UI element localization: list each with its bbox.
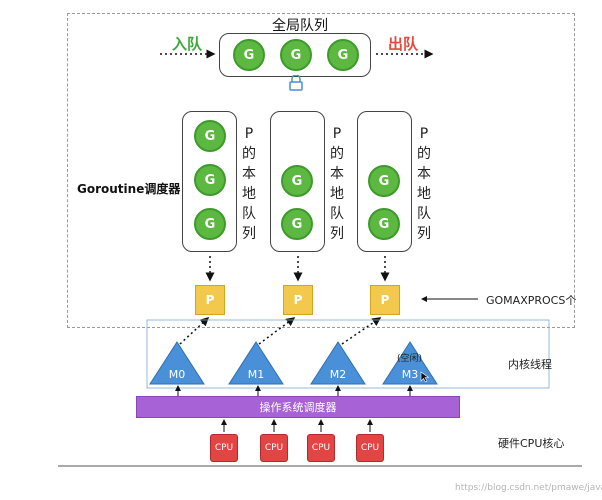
global-queue-title: 全局队列 bbox=[272, 18, 328, 34]
global-goroutine: G bbox=[327, 39, 359, 71]
cpu-core: CPU bbox=[307, 434, 335, 462]
os-scheduler: 操作系统调度器 bbox=[136, 396, 460, 418]
local-goroutine: G bbox=[368, 165, 400, 197]
thread-m2: M2 bbox=[309, 340, 367, 386]
gomaxprocs-label: GOMAXPROCS个 bbox=[486, 294, 577, 307]
cursor-icon bbox=[420, 371, 430, 383]
thread-label: M3 bbox=[401, 368, 419, 381]
processor: P bbox=[283, 285, 313, 315]
processor: P bbox=[370, 285, 400, 315]
local-goroutine: G bbox=[194, 208, 226, 240]
lock-icon bbox=[289, 75, 303, 91]
cpu-core: CPU bbox=[260, 434, 288, 462]
thread-label: M0 bbox=[168, 368, 186, 381]
global-goroutine: G bbox=[233, 39, 265, 71]
thread-m0: M0 bbox=[148, 340, 206, 386]
local-goroutine: G bbox=[194, 164, 226, 196]
dequeue-label: 出队 bbox=[388, 35, 419, 53]
local-goroutine: G bbox=[281, 208, 313, 240]
local-goroutine: G bbox=[368, 208, 400, 240]
processor: P bbox=[195, 285, 225, 315]
scheduler-label: Goroutine调度器 bbox=[77, 182, 181, 196]
local-goroutine: G bbox=[194, 120, 226, 152]
idle-label: (空闲) bbox=[397, 354, 423, 364]
scheduler-frame bbox=[67, 13, 575, 328]
kernel-threads-label: 内核线程 bbox=[508, 358, 552, 371]
thread-m1: M1 bbox=[227, 340, 285, 386]
thread-triangle bbox=[228, 341, 284, 385]
global-goroutine: G bbox=[280, 39, 312, 71]
cpu-cores-label: 硬件CPU核心 bbox=[498, 437, 565, 450]
thread-label: M1 bbox=[247, 368, 265, 381]
enqueue-label: 入队 bbox=[172, 35, 203, 53]
local-goroutine: G bbox=[281, 165, 313, 197]
cpu-core: CPU bbox=[356, 434, 384, 462]
thread-triangle bbox=[149, 341, 205, 385]
cpu-core: CPU bbox=[210, 434, 238, 462]
thread-label: M2 bbox=[329, 368, 347, 381]
thread-triangle bbox=[310, 341, 366, 385]
watermark: https://blog.csdn.net/pmawe/java bbox=[455, 483, 602, 493]
